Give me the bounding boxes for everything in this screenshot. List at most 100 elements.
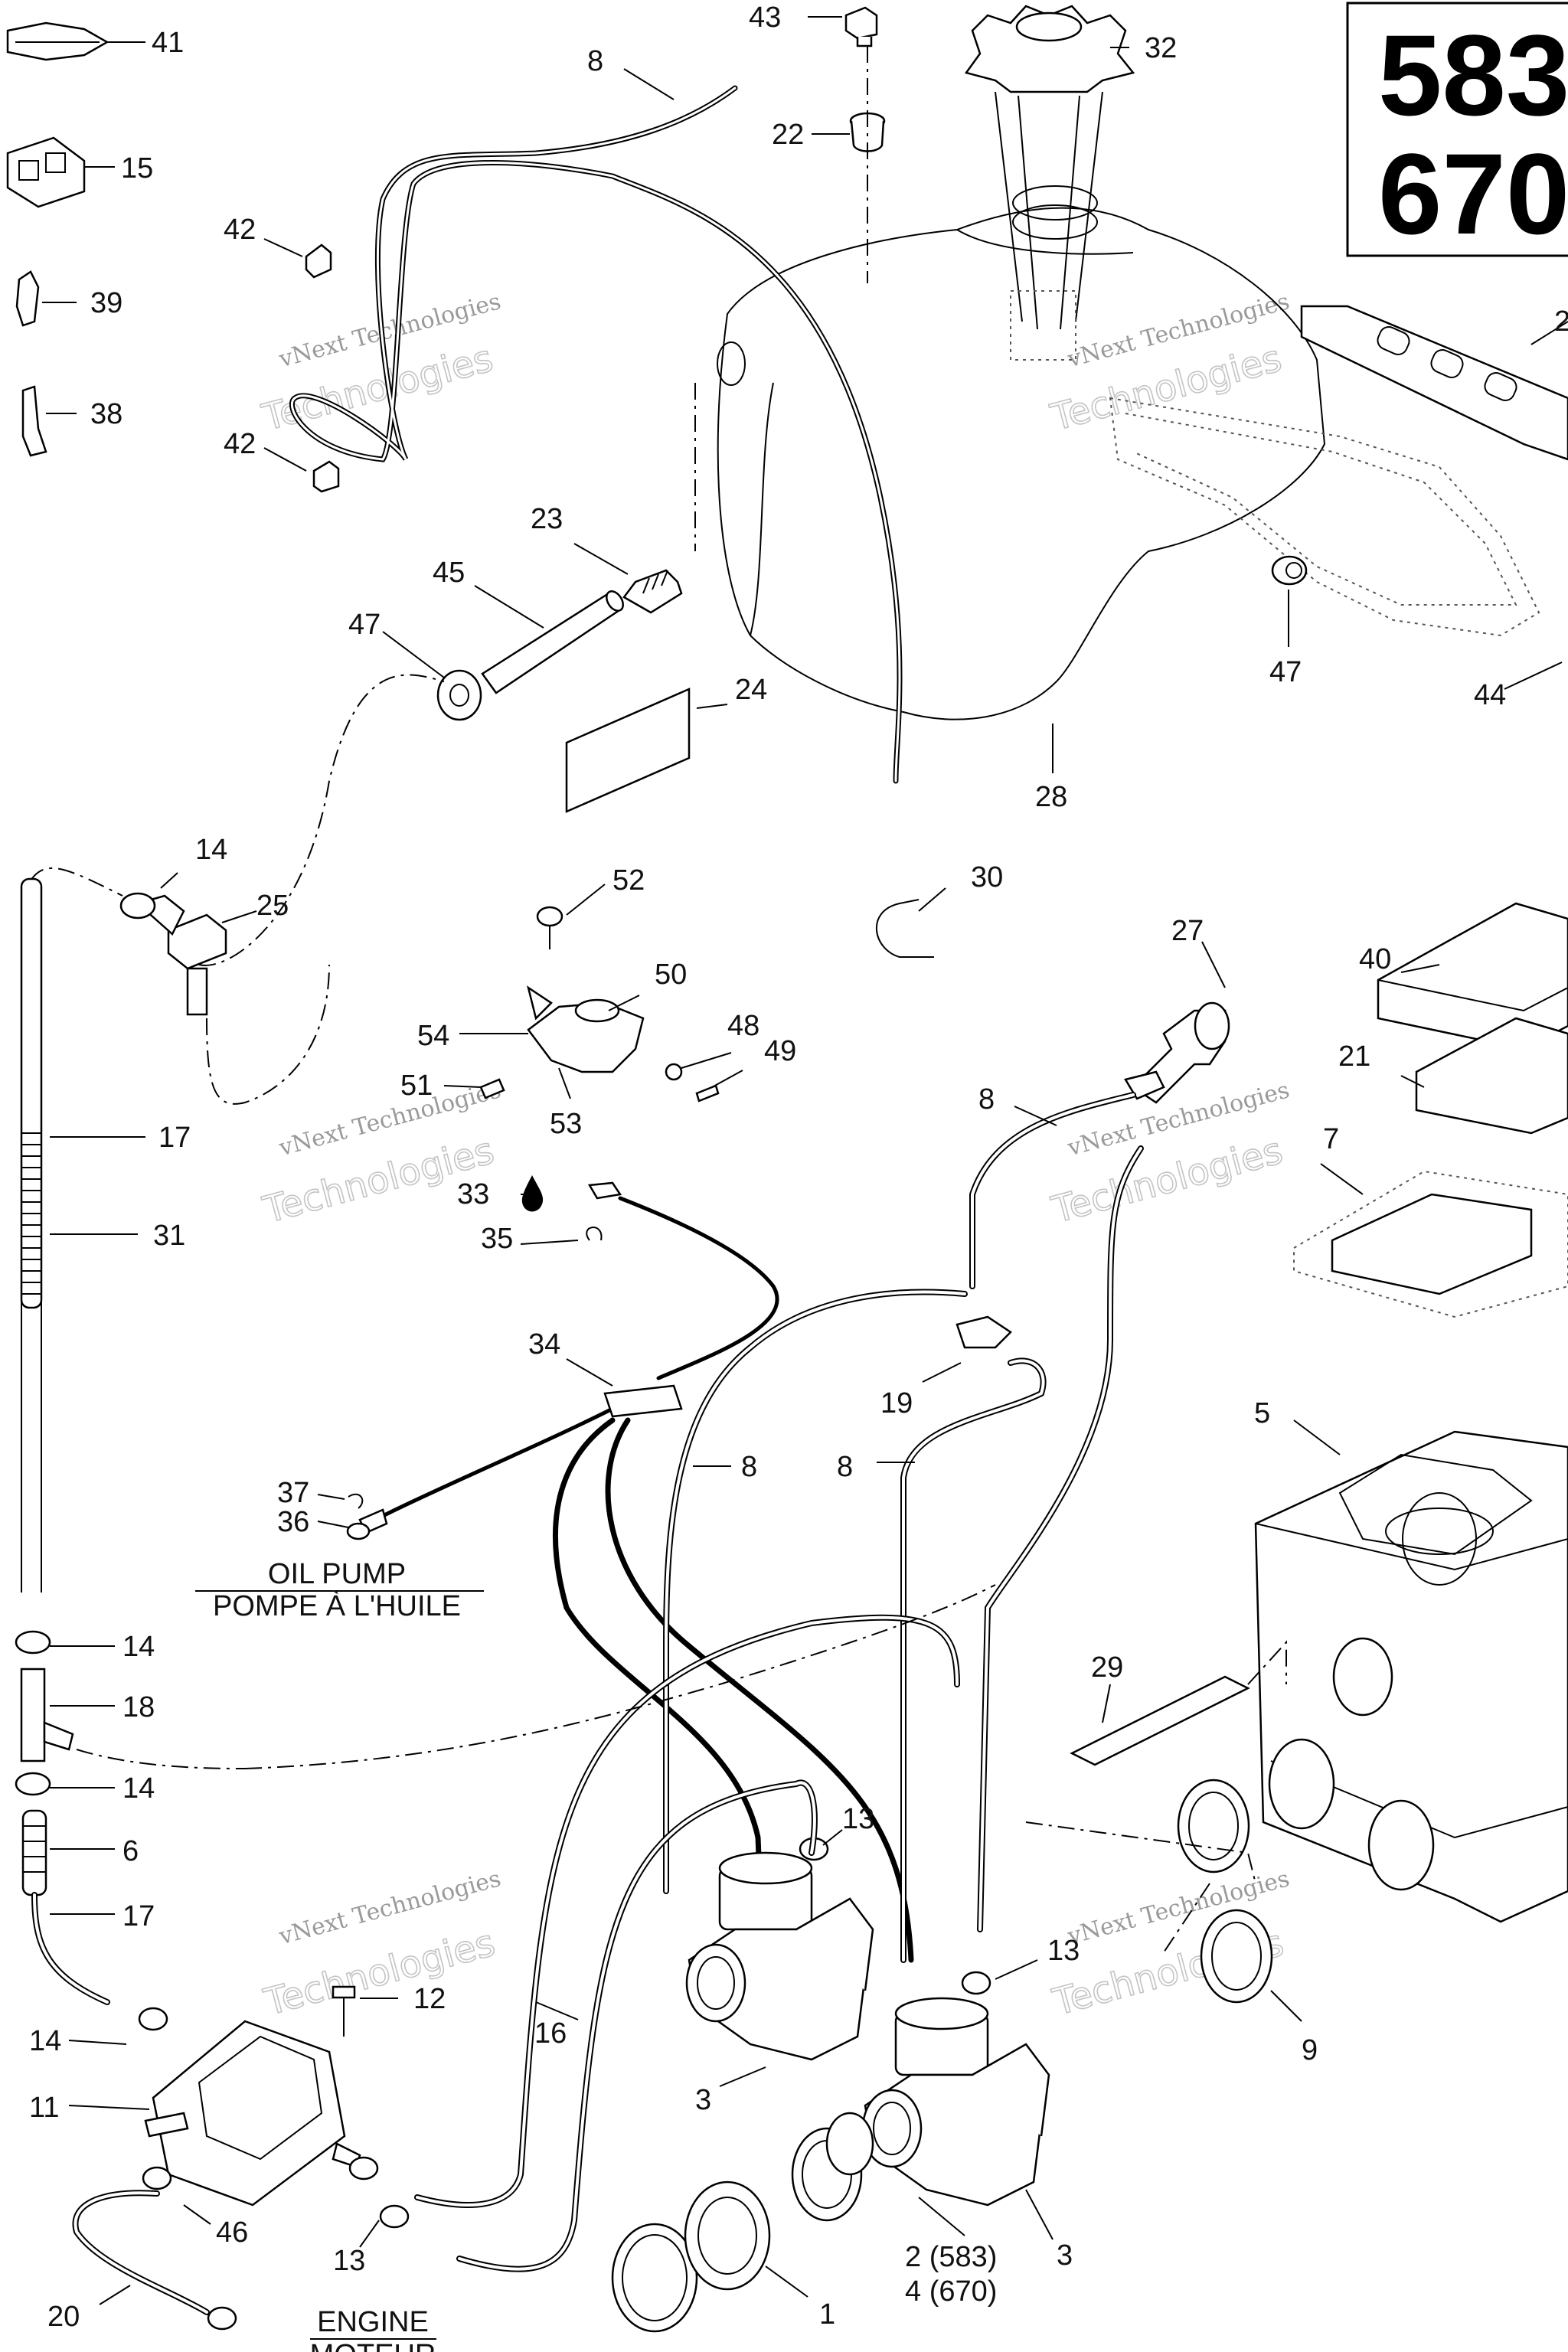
hose-clamp: [379, 2204, 410, 2229]
hose-clamp: [142, 2166, 172, 2190]
leader-lines: [42, 16, 1568, 2305]
hose-clamp: [15, 1630, 51, 1655]
terminal-clip: [15, 270, 40, 327]
callout-34: 34: [528, 1328, 560, 1361]
callout-41: 41: [152, 27, 184, 59]
oil-drop: [521, 1175, 544, 1212]
callout-8: 8: [978, 1083, 995, 1116]
callout-15: 15: [121, 152, 153, 185]
elbow-fitting: [844, 6, 878, 47]
callout-24: 24: [735, 674, 767, 706]
model-670: 670: [1378, 129, 1568, 258]
clamp-13-mid: [961, 1971, 991, 1995]
grommet-right: [1271, 555, 1308, 586]
clamp-3: [825, 2112, 874, 2176]
callout-49: 49: [764, 1035, 796, 1067]
callout-52: 52: [612, 864, 645, 897]
hose-clamp: [138, 2007, 168, 2031]
module-21: [1415, 1017, 1568, 1135]
callout-33: 33: [457, 1178, 489, 1210]
model-number-box: 583 670: [1346, 2, 1568, 258]
fuel-line-dashed: [30, 674, 445, 1105]
caption-engine: ENGINE: [317, 2306, 429, 2338]
oil-pump-caption: OIL PUMP POMPE À L'HUILE: [195, 1558, 484, 1622]
callout-45: 45: [433, 557, 465, 589]
callout-8: 8: [741, 1451, 757, 1483]
callout-30: 30: [971, 861, 1003, 893]
callout-37: 37: [277, 1477, 309, 1509]
tank-bracket: [1109, 305, 1568, 637]
callout-25: 25: [256, 890, 289, 922]
screw-49: [695, 1084, 720, 1102]
clip-top: [305, 243, 332, 279]
callout-35: 35: [481, 1223, 513, 1255]
callout-23: 23: [531, 503, 563, 535]
terminal-pin: [21, 385, 47, 457]
callout-7: 7: [1323, 1123, 1339, 1155]
bracket-29: [1070, 1640, 1287, 1766]
callout-42: 42: [224, 214, 256, 246]
callout-5: 5: [1254, 1397, 1270, 1429]
fuel-cap-gasket: [849, 46, 886, 283]
caption-oil-pump: OIL PUMP: [268, 1558, 406, 1590]
callout-13: 13: [333, 2245, 365, 2277]
watermarks: vNext Technologies Technologies vNext Te…: [257, 288, 1292, 2024]
callout-40: 40: [1359, 943, 1391, 975]
intake-boot-lower: [1200, 1909, 1273, 2004]
primer-lines: [969, 1092, 1144, 1932]
callout-50: 50: [655, 959, 687, 991]
callout-17: 17: [122, 1900, 155, 1932]
grommet-left: [436, 669, 482, 721]
decal: [565, 688, 691, 813]
caption-pompe-huile: POMPE À L'HUILE: [213, 1589, 461, 1622]
clamp-1: [611, 2223, 698, 2333]
tee-19: [956, 1315, 1012, 1349]
hose-clamp: [15, 1772, 51, 1796]
callout-8: 8: [587, 45, 603, 77]
hose-clamp-top: [119, 892, 156, 920]
callout-27: 27: [1171, 915, 1204, 947]
check-valve: [622, 569, 683, 614]
intake-boot-upper: [1177, 1779, 1250, 1873]
fuel-tank: [717, 185, 1326, 720]
adaptor-2: [684, 2180, 771, 2291]
oil-pump-lever: [527, 985, 645, 1073]
fuel-cap-gauge: [964, 5, 1135, 361]
callout-38: 38: [90, 398, 122, 430]
callout-13: 13: [1047, 1935, 1080, 1967]
callout-42: 42: [224, 428, 256, 460]
callout-32: 32: [1145, 32, 1177, 64]
callout-43: 43: [749, 2, 781, 34]
callout-54: 54: [417, 1020, 449, 1052]
spring-51: [479, 1078, 505, 1099]
callout-47: 47: [1269, 656, 1302, 688]
clip-bottom: [312, 460, 340, 493]
callout-19: 19: [880, 1387, 913, 1419]
fuel-hose-16: [414, 1614, 960, 2272]
callout-11: 11: [29, 2092, 59, 2124]
carburetor-left: [685, 1851, 874, 2061]
callout-36: 36: [277, 1506, 309, 1538]
vent-line-top: [289, 85, 903, 784]
callout-28: 28: [1035, 781, 1067, 813]
module-7: [1293, 1170, 1568, 1318]
callout-17: 17: [158, 1122, 191, 1154]
callout-53: 53: [550, 1108, 582, 1140]
screw-52: [536, 906, 564, 949]
callout-2: 2: [1554, 305, 1568, 338]
circlip-35: [586, 1227, 603, 1241]
connector-housing: [6, 136, 86, 208]
primer: [1124, 1001, 1230, 1104]
callout-18: 18: [122, 1691, 155, 1723]
caption-moteur: MOTEUR: [310, 2339, 436, 2352]
carburetor-right: [861, 1997, 1050, 2207]
callout-46: 46: [216, 2216, 248, 2249]
callout-14: 14: [29, 2025, 61, 2057]
screw: [332, 1985, 356, 2037]
callout-13: 13: [842, 1803, 874, 1835]
callout-20: 20: [47, 2301, 80, 2333]
callout-48: 48: [727, 1010, 760, 1042]
fuel-lines-to-carbs: [663, 1289, 1047, 1963]
callout-16: 16: [534, 2017, 567, 2050]
